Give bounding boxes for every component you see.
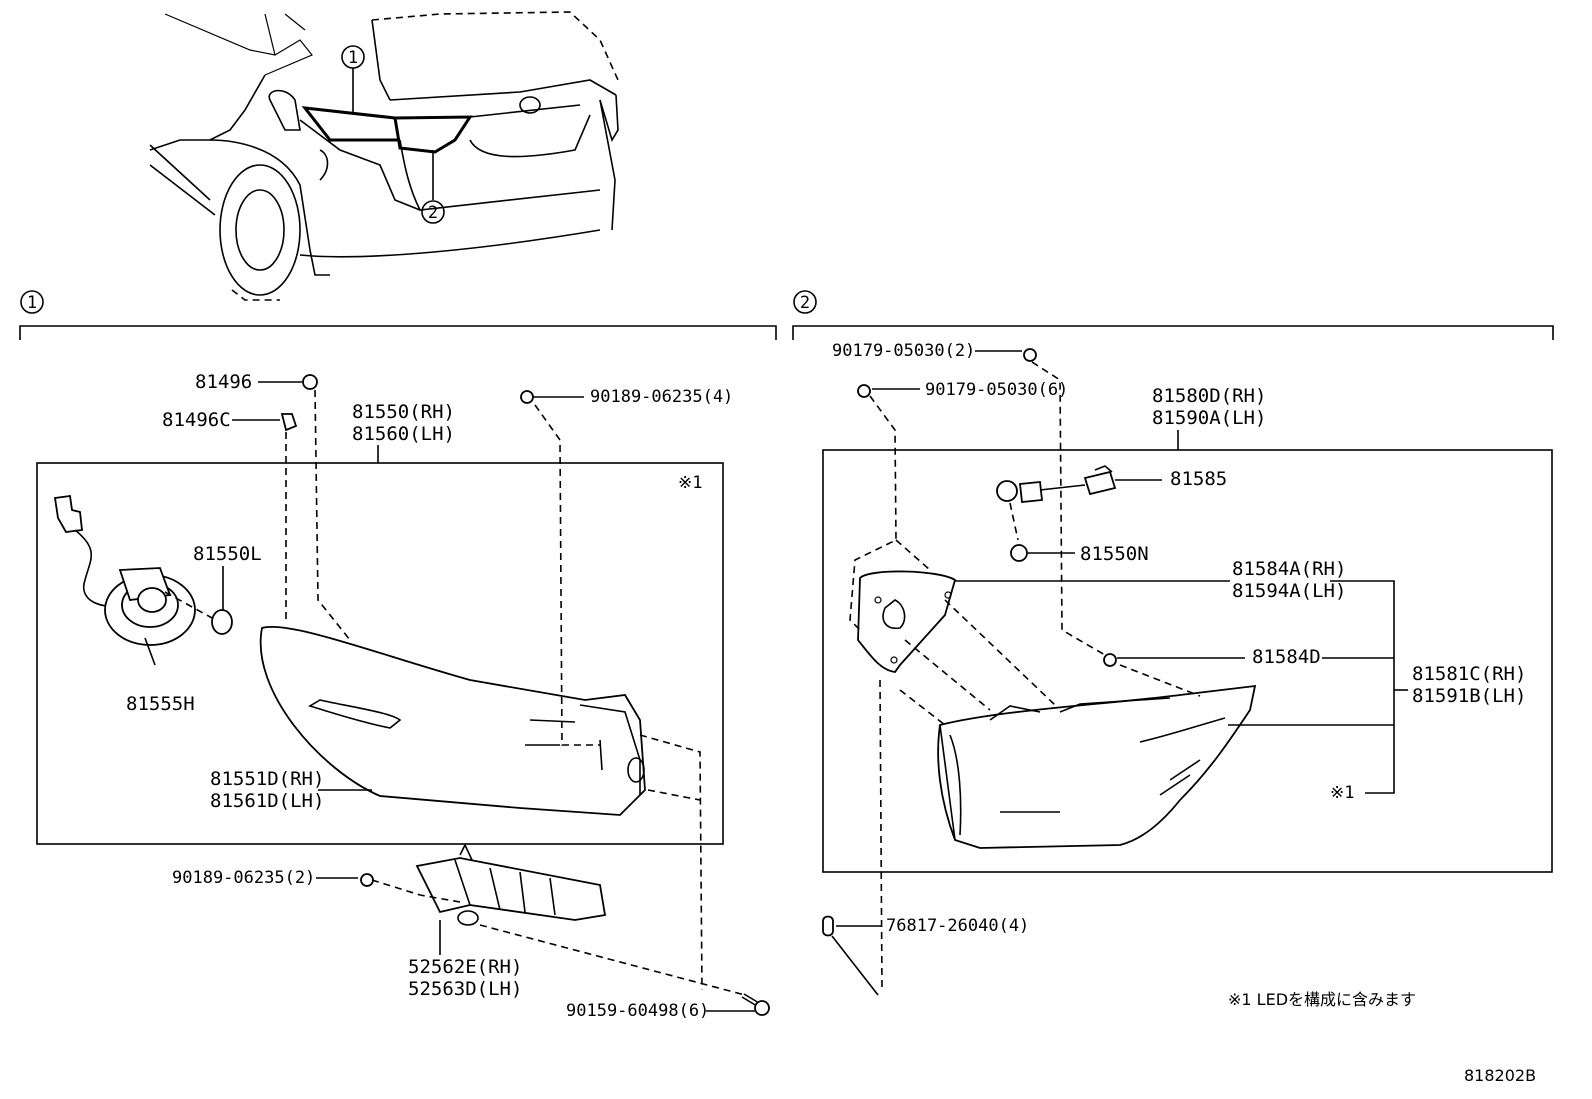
label-52563d: 52563D(LH): [408, 978, 522, 1000]
note-mark-1: ※1: [678, 473, 702, 493]
gasket-81496c: [280, 413, 298, 432]
inner-lamp-location: [393, 115, 473, 154]
label-81496c: 81496C: [162, 409, 231, 431]
label-81580d: 81580D(RH): [1152, 385, 1266, 407]
gasket-81584a: [857, 570, 957, 673]
label-81585: 81585: [1170, 468, 1227, 490]
label-90179-6: 90179-05030(6): [925, 380, 1068, 400]
lamp-lens-81551d: [259, 626, 646, 816]
callout-2-marker: [421, 200, 445, 224]
callout-1-marker: [341, 45, 365, 69]
label-90189-2: 90189-06235(2): [172, 868, 315, 888]
label-81555h: 81555H: [126, 693, 195, 715]
label-90189-4: 90189-06235(4): [590, 387, 733, 407]
label-81594a: 81594A(LH): [1232, 580, 1346, 602]
label-81584d: 81584D: [1252, 646, 1321, 668]
section-1-assembly-box: [36, 462, 724, 845]
footnote-led: ※1 LEDを構成に含みます: [1228, 990, 1416, 1009]
label-90159: 90159-60498(6): [566, 1001, 709, 1021]
label-81550l: 81550L: [193, 543, 262, 565]
screw-90159: [741, 993, 770, 1016]
label-52562e: 52562E(RH): [408, 956, 522, 978]
clip-76817: [822, 915, 834, 937]
nut-90189-4: [520, 390, 534, 404]
section-2-marker: [793, 290, 817, 314]
callout-2-label: 2: [428, 203, 438, 223]
note-mark-2: ※1: [1330, 783, 1354, 803]
bracket-52562e: [415, 843, 607, 926]
label-90179-2: 90179-05030(2): [832, 341, 975, 361]
label-81584a: 81584A(RH): [1232, 558, 1346, 580]
section-2-number: 2: [800, 293, 810, 313]
section-2-bracket: [792, 325, 1554, 340]
section-1-marker: [20, 290, 44, 314]
label-81581c: 81581C(RH): [1412, 663, 1526, 685]
socket-wire-81555h: [53, 494, 196, 666]
label-81591b: 81591B(LH): [1412, 685, 1526, 707]
socket-81585: [996, 465, 1117, 503]
label-81550n: 81550N: [1080, 543, 1149, 565]
label-76817: 76817-26040(4): [886, 916, 1029, 936]
label-81551d: 81551D(RH): [210, 768, 324, 790]
clip-81496: [302, 374, 318, 390]
clip-81584d: [1103, 653, 1117, 667]
label-81590a: 81590A(LH): [1152, 407, 1266, 429]
nut-90179-6: [857, 384, 871, 398]
label-81550: 81550(RH): [352, 401, 455, 423]
bulb-81550n: [1010, 544, 1028, 562]
section-1-bracket: [19, 325, 777, 340]
lamp-81581c: [937, 684, 1257, 849]
nut-90189-2: [360, 873, 374, 887]
section-1-number: 1: [27, 293, 37, 313]
vehicle-rear-illustration: [149, 11, 619, 301]
section-2-assembly-box: [822, 449, 1553, 873]
diagram-id: 818202B: [1464, 1066, 1536, 1085]
nut-90179-2: [1023, 348, 1037, 362]
bulb-81550l: [211, 609, 233, 635]
callout-1-label: 1: [348, 48, 358, 68]
label-81496: 81496: [195, 371, 252, 393]
label-81560: 81560(LH): [352, 423, 455, 445]
label-81561d: 81561D(LH): [210, 790, 324, 812]
